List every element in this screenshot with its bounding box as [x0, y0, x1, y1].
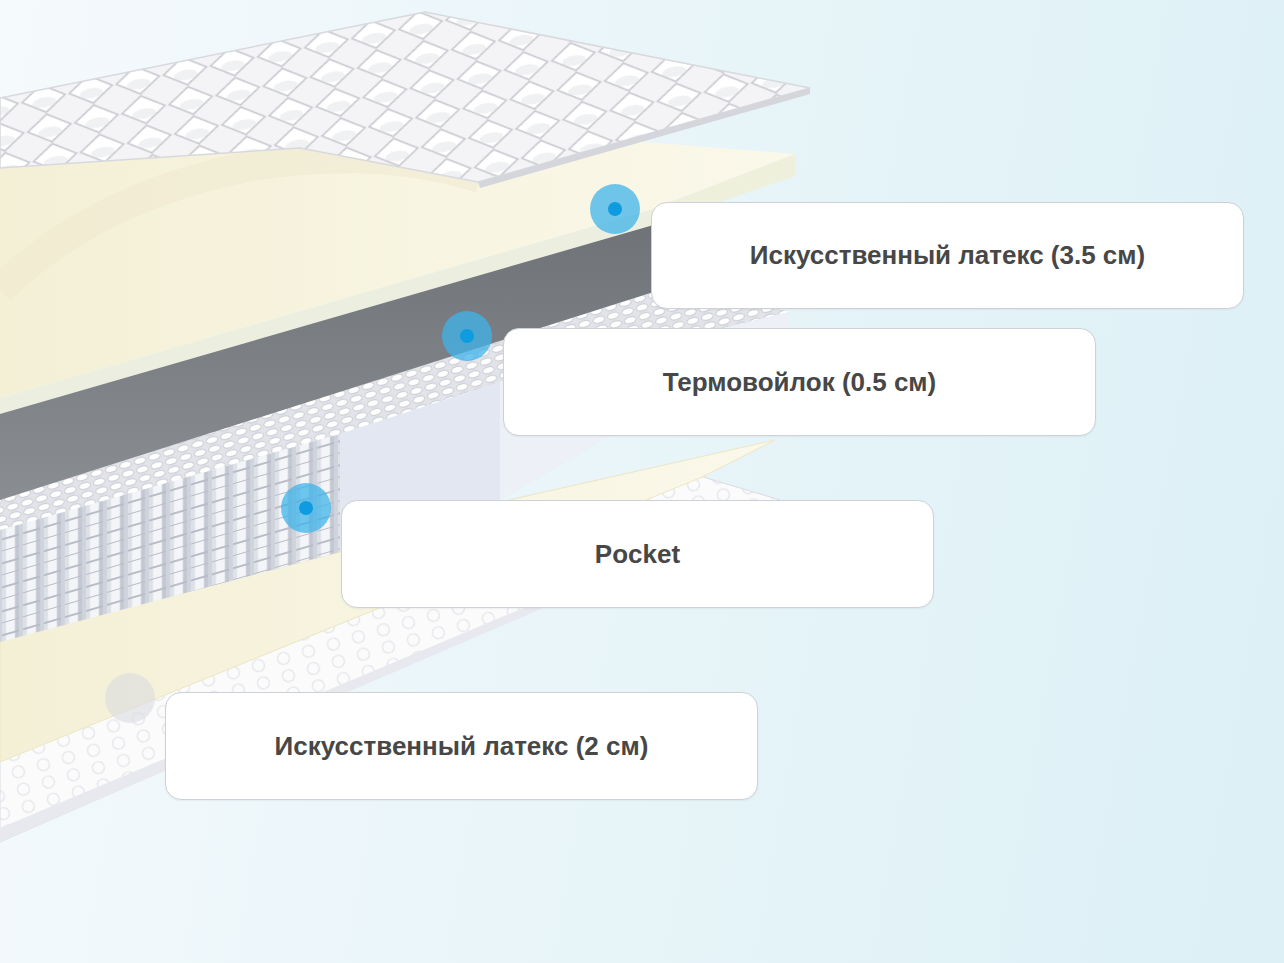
callout-label: Pocket: [595, 539, 680, 570]
callout-box: Термовойлок (0.5 см): [503, 328, 1096, 436]
callout-box: Искусственный латекс (2 см): [165, 692, 758, 800]
callout-dot-faded: [105, 673, 155, 723]
latex-shading: [0, 158, 480, 290]
callout-label: Искусственный латекс (3.5 см): [750, 240, 1145, 271]
callout-box: Pocket: [341, 500, 934, 608]
callout-dot: [460, 329, 474, 343]
callout-dot: [299, 501, 313, 515]
callout-label: Термовойлок (0.5 см): [663, 367, 937, 398]
quilted-cover: [0, 12, 810, 182]
callout-dot-halo: [442, 311, 492, 361]
callout-dot-halo: [590, 184, 640, 234]
callout-dot-halo: [281, 483, 331, 533]
callout-dot: [608, 202, 622, 216]
callout-box: Искусственный латекс (3.5 см): [651, 202, 1244, 309]
callout-label: Искусственный латекс (2 см): [275, 731, 649, 762]
quilted-cover-edge: [478, 88, 810, 188]
